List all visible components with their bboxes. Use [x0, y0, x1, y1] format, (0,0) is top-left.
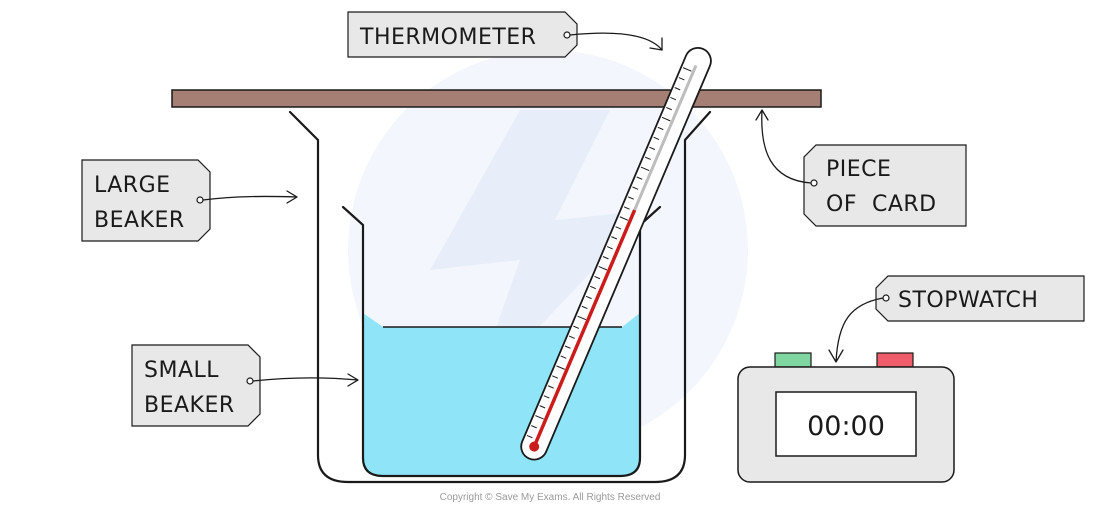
stopwatch-display-text: 00:00	[807, 411, 885, 442]
thermometer-leader-arrow	[569, 32, 663, 51]
thermometer-tick	[670, 96, 677, 101]
thermometer-tick	[640, 166, 650, 172]
thermometer-tick	[661, 116, 671, 122]
thermometer-tick	[581, 305, 588, 310]
thermometer-mercury	[532, 209, 637, 448]
large-beaker-label-line-1: LARGE	[94, 173, 171, 198]
piece-of-card-label-line-2: OF CARD	[826, 192, 937, 217]
thermometer-tick	[590, 285, 596, 290]
thermometer-tick	[526, 435, 533, 439]
thermometer-tick	[602, 256, 609, 260]
thermometer-tick	[577, 315, 587, 321]
thermometer-tick	[653, 136, 660, 141]
thermometer-label: THERMOMETER	[347, 11, 578, 58]
thermometer-tick	[606, 246, 613, 250]
thermometer-tick	[649, 146, 656, 150]
thermometer-tick	[632, 186, 639, 190]
small-beaker-label: SMALL BEAKER	[131, 344, 261, 427]
thermometer-tick	[657, 126, 664, 131]
thermometer-tick	[552, 375, 559, 379]
thermometer-tick	[636, 176, 643, 180]
thermometer	[520, 46, 712, 461]
stopwatch-stop-button[interactable]	[876, 352, 914, 368]
stopwatch-label: STOPWATCH	[875, 275, 1085, 322]
large-beaker-label: LARGE BEAKER	[81, 159, 211, 242]
thermometer-tick	[615, 226, 622, 230]
large-beaker-leader-arrow	[202, 190, 298, 204]
thermometer-scale	[526, 67, 692, 439]
thermometer-tick	[556, 365, 565, 370]
thermometer-tick	[543, 395, 550, 399]
large-beaker	[288, 110, 712, 484]
stopwatch-label-text: STOPWATCH	[898, 288, 1038, 313]
piece-of-card-label-line-1: PIECE	[826, 157, 891, 182]
small-beaker-label-line-2: BEAKER	[144, 393, 235, 418]
thermometer-tick	[594, 275, 601, 280]
thermometer-tick	[530, 425, 537, 429]
thermometer-label-text: THERMOMETER	[359, 25, 536, 50]
thermometer-tick	[547, 385, 554, 389]
stopwatch-leader-arrow	[828, 297, 884, 363]
thermometer-capillary	[633, 64, 698, 211]
small-beaker-leader-arrow	[252, 373, 359, 387]
thermometer-tick	[560, 355, 567, 359]
stopwatch-start-button[interactable]	[774, 352, 812, 368]
thermometer-tick	[644, 156, 651, 160]
piece-of-card-label: PIECE OF CARD	[803, 144, 967, 227]
thermometer-tick	[619, 216, 629, 221]
thermometer-tick	[535, 415, 544, 420]
large-beaker-label-line-2: BEAKER	[94, 208, 185, 233]
small-beaker	[341, 205, 662, 478]
thermometer-bulb	[529, 441, 540, 452]
water	[363, 313, 640, 476]
stopwatch: 00:00	[737, 352, 955, 483]
thermometer-tick	[573, 325, 580, 329]
stopwatch-screen	[775, 391, 917, 457]
copyright-text: Copyright © Save My Exams. All Rights Re…	[440, 492, 661, 503]
thermometer-tick	[628, 196, 634, 200]
thermometer-tick	[666, 106, 672, 111]
thermometer-tick	[682, 67, 692, 72]
piece-of-card-leader-arrow	[755, 109, 812, 184]
thermometer-tick	[623, 206, 630, 210]
piece-of-card	[171, 89, 822, 108]
thermometer-tick	[585, 295, 592, 300]
thermometer-tick	[568, 335, 575, 339]
small-beaker-label-line-1: SMALL	[144, 358, 219, 383]
thermometer-tick	[678, 77, 685, 81]
thermometer-tick	[564, 345, 571, 349]
thermometer-tick	[598, 266, 608, 271]
thermometer-tick	[674, 87, 681, 91]
thermometer-tick	[611, 236, 618, 240]
thermometer-tick	[539, 405, 546, 409]
